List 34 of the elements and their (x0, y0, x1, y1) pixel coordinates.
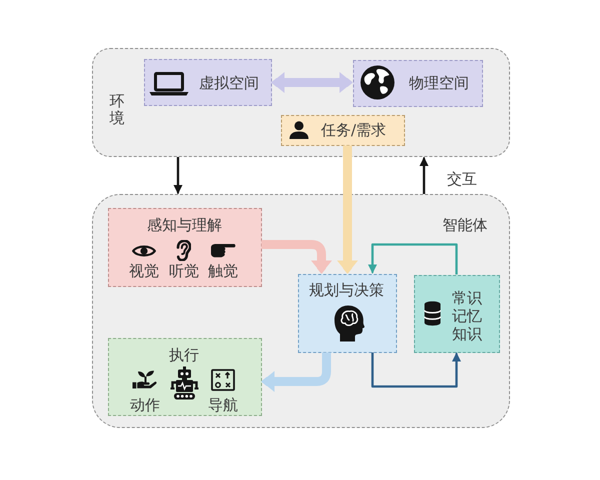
arrow (368, 243, 458, 274)
module-box (144, 58, 272, 106)
region-label: 环境 (110, 92, 124, 126)
region-label: 智能体 (442, 216, 488, 234)
module-label: 常识 (452, 289, 482, 307)
icon-caption: 触觉 (208, 262, 238, 280)
arrow (262, 240, 332, 274)
arrow (371, 352, 461, 388)
module-box (280, 114, 404, 146)
module-box (352, 60, 482, 106)
module-box (108, 338, 262, 416)
module-title: 规划与决策 (309, 281, 384, 299)
icon-caption: 动作 (130, 396, 160, 414)
arrow (262, 352, 331, 392)
module-box (298, 274, 396, 352)
icon-caption: 视觉 (129, 262, 159, 280)
module-label: 知识 (452, 325, 482, 343)
region-panel (92, 48, 510, 157)
module-title: 感知与理解 (147, 216, 222, 234)
module-box (108, 208, 262, 286)
arrow (337, 146, 358, 274)
arrow (420, 157, 428, 194)
module-label: 虚拟空间 (199, 74, 259, 92)
icon-caption: 听觉 (169, 262, 199, 280)
region-panel (92, 194, 510, 428)
module-label: 记忆 (452, 307, 482, 325)
module-label: 物理空间 (409, 74, 469, 92)
arrow (272, 72, 352, 93)
module-box (414, 274, 500, 352)
module-title: 执行 (169, 346, 199, 364)
edge-label: 交互 (446, 170, 478, 188)
icon-caption: 导航 (208, 396, 238, 414)
module-label: 任务/需求 (321, 121, 386, 139)
arrow (174, 157, 182, 194)
